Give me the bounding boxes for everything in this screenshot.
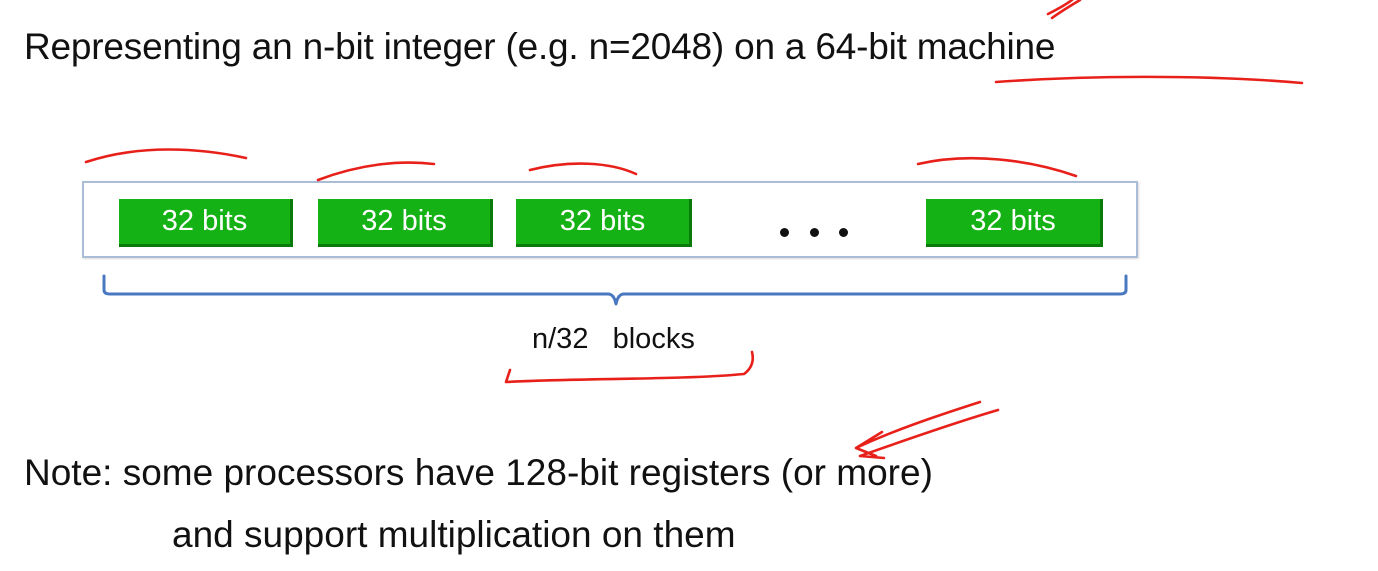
ellipsis-dot bbox=[809, 227, 819, 237]
slide-title: Representing an n-bit integer (e.g. n=20… bbox=[24, 26, 1056, 67]
bit-block-3: 32 bits bbox=[516, 199, 692, 247]
scribble-mark bbox=[1046, 0, 1082, 20]
ellipsis-dot bbox=[780, 227, 789, 237]
note-line-1: Note: some processors have 128-bit regis… bbox=[24, 452, 933, 493]
bit-block-1: 32 bits bbox=[119, 199, 293, 247]
blocks-brace bbox=[102, 274, 1128, 306]
ellipsis bbox=[780, 226, 848, 238]
bit-block-2: 32 bits bbox=[318, 199, 493, 247]
arrow-to-registers bbox=[854, 400, 1000, 460]
arc-over-block-3 bbox=[528, 162, 638, 176]
brace-label: n/32 blocks bbox=[532, 323, 695, 355]
arc-over-block-2 bbox=[316, 161, 436, 182]
bit-block-4: 32 bits bbox=[926, 199, 1103, 247]
ellipsis-dot bbox=[839, 227, 848, 237]
note-line-2: and support multiplication on them bbox=[172, 514, 736, 555]
arc-over-block-1 bbox=[84, 148, 248, 164]
underline-64-bit-machine bbox=[994, 75, 1304, 85]
underline-blocks bbox=[504, 350, 755, 384]
arc-over-block-4 bbox=[916, 156, 1078, 178]
